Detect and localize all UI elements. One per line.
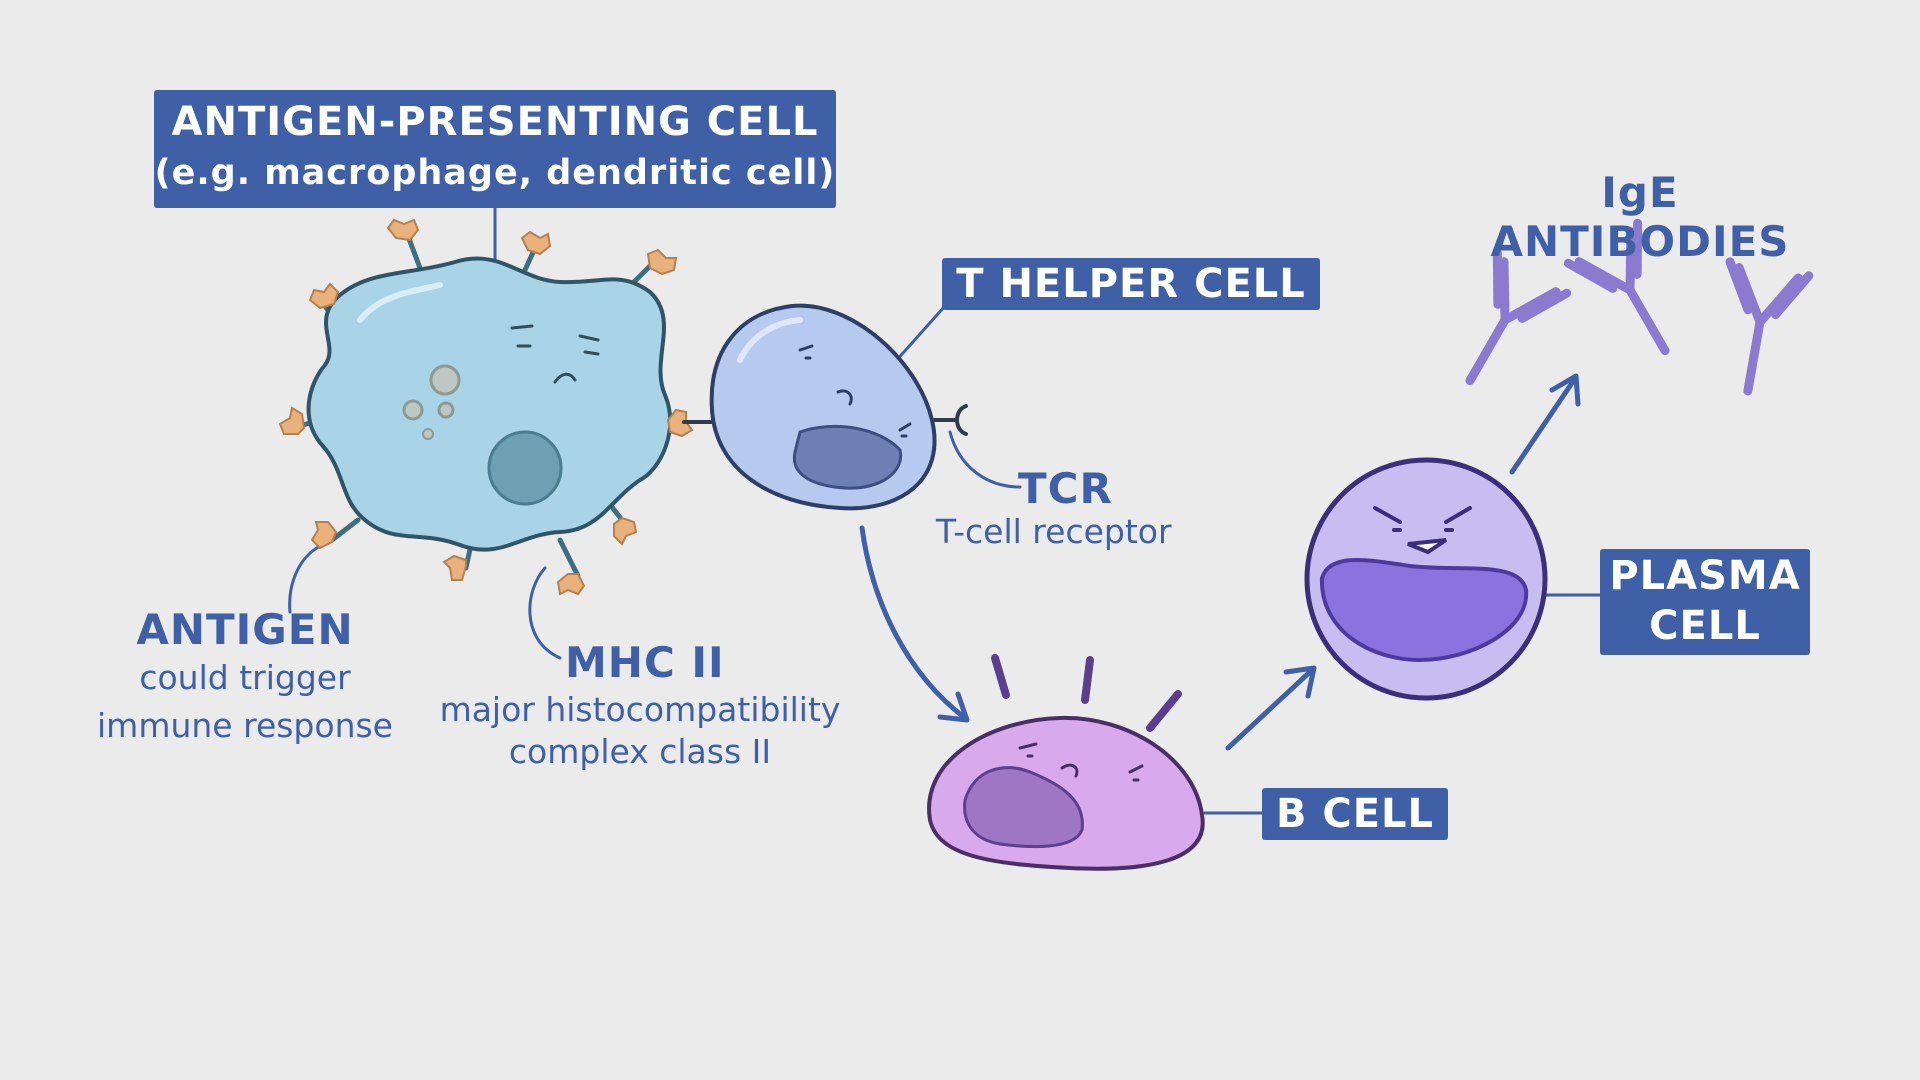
mhc-pointer-line xyxy=(528,566,562,660)
b-cell-activation-marks xyxy=(991,654,1182,732)
mhc-description-line-1: major histocompatibility xyxy=(439,690,841,729)
apc-inner-highlight xyxy=(357,282,443,323)
apc-subtitle: (e.g. macrophage, dendritic cell) xyxy=(154,153,836,193)
mhc-label: MHC II xyxy=(565,638,725,687)
antigen-icon xyxy=(520,230,552,256)
connector-lines xyxy=(288,203,1602,815)
antigen-icon xyxy=(613,516,638,546)
b-cell-label: B CELL xyxy=(1262,788,1448,840)
plasma-nucleus xyxy=(1319,557,1529,663)
apc-vesicle xyxy=(429,364,461,396)
ige-antibodies-label: IgE ANTIBODIES xyxy=(1490,168,1790,266)
t-helper-label: T HELPER CELL xyxy=(942,258,1320,310)
antigen-label: ANTIGEN xyxy=(136,605,354,654)
arrow-t-to-b-head xyxy=(937,691,970,723)
t-helper-label-line xyxy=(893,304,947,364)
antigen-markers xyxy=(278,218,694,596)
plasma-face xyxy=(1373,506,1472,555)
apc-nucleus xyxy=(487,430,563,506)
antigen-icon xyxy=(556,573,586,596)
apc-vesicle xyxy=(402,399,424,421)
b-cell-nucleus xyxy=(963,766,1084,849)
antigen-icon xyxy=(646,248,678,276)
tcr-icon xyxy=(955,404,968,436)
ige-antibodies xyxy=(1465,218,1814,396)
arrow-b-to-plasma-head xyxy=(1283,665,1317,699)
apc-vesicle xyxy=(422,428,434,440)
tcr-label: TCR xyxy=(1018,464,1113,513)
antibody-icon xyxy=(1465,248,1572,386)
antigen-description-line-1: could trigger xyxy=(139,658,351,697)
plasma-cell-label: PLASMA CELL xyxy=(1600,549,1810,655)
apc-vesicle xyxy=(437,401,455,419)
flow-arrows xyxy=(859,373,1581,751)
antibody-icon xyxy=(1725,257,1814,396)
t-helper-face xyxy=(798,344,912,438)
t-helper-cell xyxy=(709,303,937,511)
antigen-icon xyxy=(666,408,694,438)
apc-face xyxy=(510,324,600,384)
antigen-pointer-line xyxy=(288,544,322,614)
arrow-plasma-to-antibodies xyxy=(1509,377,1577,475)
apc-title: ANTIGEN-PRESENTING CELL xyxy=(171,99,819,145)
plasma-label-line-2: CELL xyxy=(1649,603,1761,649)
arrow-b-to-plasma xyxy=(1225,667,1315,751)
antigen-presenting-cell xyxy=(278,218,694,596)
antigen-icon xyxy=(386,218,420,242)
antigen-icon xyxy=(310,521,338,550)
t-helper-highlight xyxy=(737,317,803,363)
arrow-t-to-b xyxy=(859,525,968,721)
antigen-description-line-2: immune response xyxy=(97,706,393,745)
tcr-pointer-line xyxy=(948,430,1022,489)
antigen-icon xyxy=(442,554,467,581)
antibody-icon xyxy=(1563,218,1670,356)
antigen-icon xyxy=(308,282,340,310)
mhc-description-line-2: complex class II xyxy=(508,732,772,771)
plasma-cell xyxy=(1304,457,1548,701)
arrow-plasma-to-antibodies-head xyxy=(1549,373,1581,407)
t-helper-nucleus xyxy=(792,425,903,490)
tcr-description: T-cell receptor xyxy=(936,512,1172,551)
tcr-connector xyxy=(682,404,968,436)
b-cell-face xyxy=(1018,742,1144,782)
apc-body xyxy=(306,256,673,552)
antigen-icon xyxy=(278,406,306,435)
apc-label-box: ANTIGEN-PRESENTING CELL (e.g. macrophage… xyxy=(154,90,836,208)
b-cell xyxy=(927,654,1205,871)
plasma-label-line-1: PLASMA xyxy=(1609,553,1801,599)
